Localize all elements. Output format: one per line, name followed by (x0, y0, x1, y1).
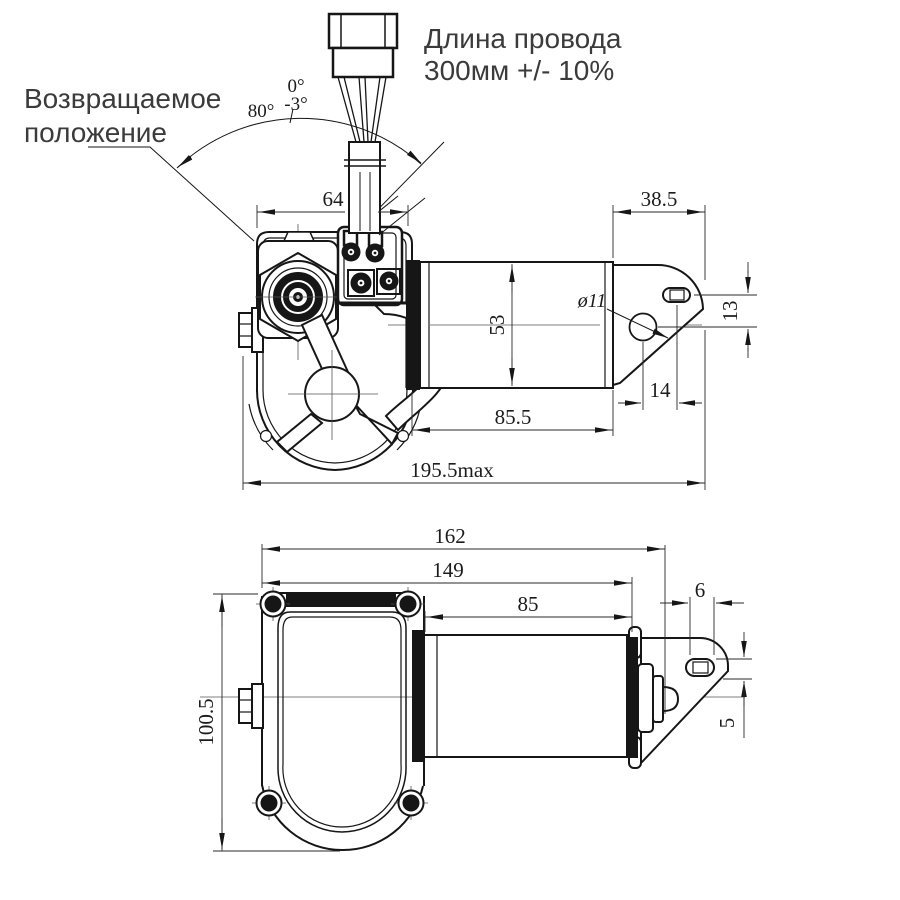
dim-100-5: 100.5 (194, 593, 340, 852)
dim-149-label: 149 (432, 558, 464, 582)
wire-length-label-line2: 300мм +/- 10% (424, 55, 614, 86)
mounting-bracket-bottom-view (627, 626, 729, 769)
mounting-bracket-top-view (606, 263, 705, 387)
dim-13: 13 (658, 262, 757, 358)
screw-boss-top-left (256, 587, 290, 621)
motor-cylinder (423, 634, 628, 758)
dim-53: 53 (485, 264, 515, 386)
output-shaft-boss (255, 231, 341, 343)
zero-angle-tick (289, 108, 294, 124)
connector-plug (327, 12, 399, 50)
bolt-head (238, 688, 253, 724)
dim-14: 14 (618, 305, 702, 410)
dim-14-label: 14 (650, 378, 672, 402)
screw-boss-top-right (391, 587, 425, 621)
gasket-outer-line (277, 611, 407, 833)
dim-162-label: 162 (434, 524, 466, 548)
dim-6-label: 6 (695, 578, 706, 602)
angle-80-label: 80° (248, 101, 275, 122)
motor-clamp-band (412, 630, 424, 762)
dim-85-5: 85.5 (411, 390, 614, 436)
dim-38-5-label: 38.5 (641, 187, 678, 211)
dim-195-5-label: 195.5max (410, 458, 494, 482)
bolt-collar (251, 683, 264, 729)
connector-assembly (327, 12, 399, 234)
dim-100-5-label: 100.5 (194, 698, 218, 745)
bolt-head (238, 312, 253, 348)
dim-162: 162 (261, 524, 666, 714)
terminal-seat-right (376, 268, 401, 295)
dim-38-5: 38.5 (612, 187, 706, 280)
gear-housing-bottom-view (261, 592, 425, 852)
dim-64: 64 (256, 187, 409, 228)
angle-0-label: 0° (287, 76, 304, 97)
dim-6: 6 (660, 578, 744, 655)
motor-end-band (627, 637, 638, 758)
bottom-view: 162 149 85 6 (194, 524, 752, 852)
link-arm-lower-right (353, 402, 400, 446)
return-position-leader (88, 146, 255, 242)
terminal-leader-2 (378, 197, 426, 236)
hole-diameter-label: ø11 (577, 290, 607, 312)
dim-5-label: 5 (715, 718, 739, 729)
terminal-seat-left (347, 269, 375, 297)
housing-ear-left (248, 403, 274, 451)
dim-5: 5 (715, 632, 752, 738)
wire-length-label-line1: Длина провода (424, 23, 622, 54)
dim-53-label: 53 (485, 315, 509, 336)
return-position-label-line2: положение (24, 117, 167, 148)
dim-149: 149 (262, 558, 633, 632)
bracket-hole (628, 312, 658, 342)
connector-base (331, 46, 395, 79)
motor-body-top-view (406, 260, 614, 390)
top-view: 64 38.5 53 ø11 13 (88, 12, 757, 490)
text-annotations: Возвращаемое положение Длина провода 300… (24, 23, 622, 148)
screw-bosses (252, 587, 428, 820)
angle-minus3-label: -3° (284, 94, 307, 115)
return-position-label-line1: Возвращаемое (24, 83, 221, 114)
screw-boss-bottom-right (394, 786, 428, 820)
sweep-arc-right-arrow (406, 150, 422, 164)
motor-clamp-band (406, 260, 420, 390)
endcap-dome-tip (662, 685, 680, 713)
sweep-arc-left-arrow (177, 155, 193, 168)
housing-outline-left (256, 231, 270, 392)
screw-boss-bottom-left (252, 786, 286, 820)
sweep-arc (176, 117, 422, 169)
housing-ear-hole-left (259, 429, 273, 443)
dim-13-label: 13 (718, 301, 742, 322)
dim-64-label: 64 (323, 187, 345, 211)
link-arm-lower-left (275, 412, 324, 454)
dim-85-5-label: 85.5 (495, 405, 532, 429)
housing-top-thick-bar (286, 594, 396, 607)
terminal-pins (341, 242, 399, 294)
dim-85-label: 85 (518, 592, 539, 616)
housing-bottom-arc (261, 784, 424, 852)
terminal-block (336, 195, 426, 307)
dim-overall-top: 195.5max (242, 330, 706, 490)
housing-ear-hole-right (396, 429, 410, 443)
gasket-inner-line (282, 616, 402, 828)
bracket-slot-inner (692, 661, 709, 674)
housing-bottom-arc (256, 389, 414, 472)
dim-85: 85 (424, 592, 632, 632)
endcap-step-2 (652, 675, 664, 723)
wire-sleeve (348, 141, 381, 234)
motor-body-bottom-view (412, 630, 628, 762)
side-bolt-bottom-view (238, 683, 264, 729)
hole-leader (606, 308, 669, 339)
endcap-step-1 (637, 663, 654, 733)
bracket-slot-inner (669, 289, 685, 301)
wires (337, 76, 387, 143)
